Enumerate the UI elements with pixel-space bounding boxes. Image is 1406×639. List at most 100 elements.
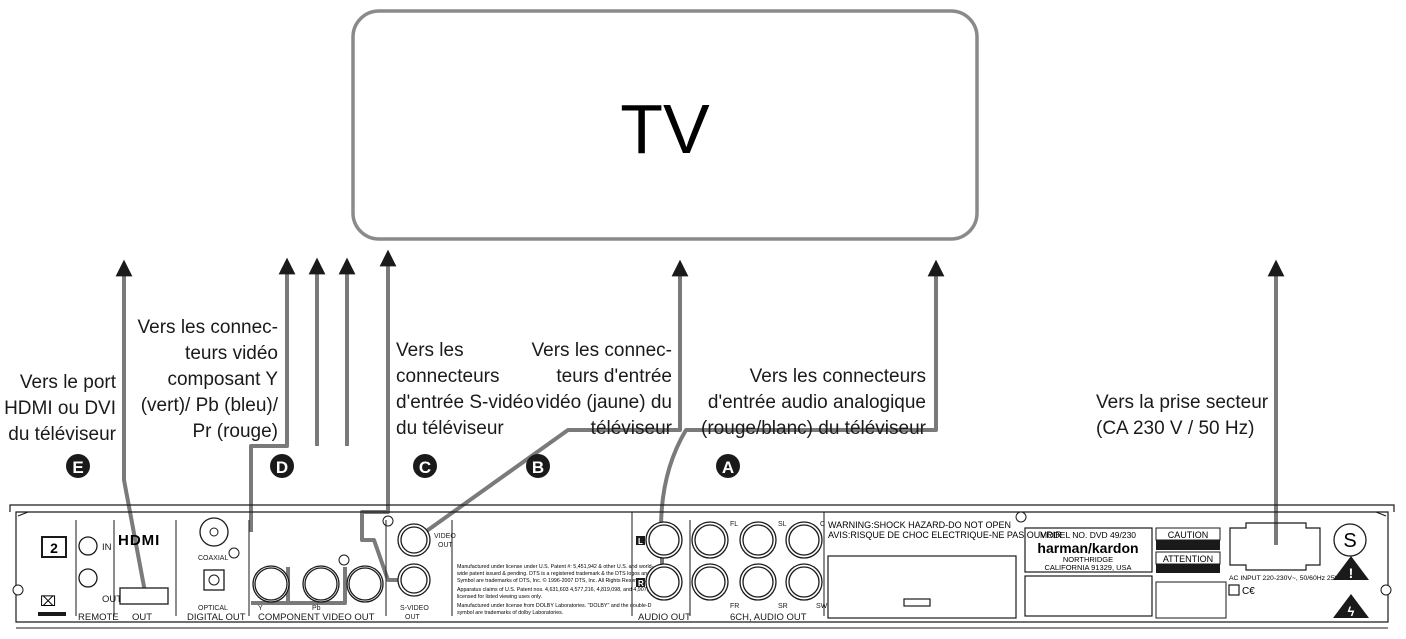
video-out-label1: VIDEO <box>434 533 456 540</box>
remote-in-jack[interactable] <box>78 536 98 556</box>
ch-sr-ring <box>742 566 774 598</box>
callout-power-line1: Vers la prise secteur <box>1096 392 1269 413</box>
legal-line2: wide patent issued & pending. DTS is a r… <box>457 571 650 577</box>
ch-c-ring <box>788 524 820 556</box>
screw-left-icon <box>12 584 24 596</box>
warning-line1: WARNING:SHOCK HAZARD-DO NOT OPEN <box>828 520 1011 530</box>
screw-right-icon <box>1380 584 1392 596</box>
svideo-out-label2: OUT <box>405 614 421 621</box>
callout-audio-line2: d'entrée audio analogique <box>708 392 926 413</box>
hdmi-logo: HDMI <box>118 532 160 549</box>
ch-fr-ring <box>694 566 726 598</box>
component-y-jack-ring <box>254 567 288 601</box>
weee-bin-icon: ⌧ <box>40 593 56 609</box>
callout-component-line2: teurs vidéo <box>185 343 278 364</box>
warning-line2: AVIS:RISQUE DE CHOC ELECTRIQUE-NE PAS OU… <box>828 530 1062 540</box>
audio-l-marker <box>636 536 645 545</box>
callout-svideo-line1: Vers les <box>396 340 464 361</box>
callout-audio-line1: Vers les connecteurs <box>750 366 926 387</box>
audio-r-marker <box>636 578 645 587</box>
component-screw-icon <box>338 554 350 566</box>
component-y-label: Y <box>258 605 263 612</box>
legal-line3: Symbol are trademarks of DTS, Inc. © 199… <box>457 577 646 584</box>
badge-b-icon <box>526 454 550 478</box>
video-out-label2: OUT <box>438 542 454 549</box>
legal-text: Manufactured under license under U.S. Pa… <box>457 564 657 616</box>
svideo-out-jack-ring <box>400 566 428 594</box>
callout-component-line5: Pr (rouge) <box>192 421 278 442</box>
component-out-label: COMPONENT VIDEO OUT <box>258 612 375 623</box>
standby-letter-icon: S <box>1343 530 1356 552</box>
ch-sl-label: SL <box>778 521 787 528</box>
callout-svideo-line2: connecteurs <box>396 366 500 387</box>
brand-name: harman/kardon <box>1037 540 1138 556</box>
caution-bar <box>1156 540 1220 550</box>
callout-video: Vers les connec- teurs d'entrée vidéo (j… <box>526 340 673 478</box>
badge-e-icon <box>66 454 90 478</box>
coaxial-jack-pin <box>209 527 219 537</box>
label-plate <box>827 555 1017 619</box>
audio-r-label: R <box>638 579 644 588</box>
remote-label: REMOTE <box>78 612 119 623</box>
double-insulation-icon <box>1228 584 1240 596</box>
svideo-out-label1: S-VIDEO <box>400 605 429 612</box>
hdmi-wire <box>115 259 147 593</box>
coaxial-screw-icon <box>228 547 240 559</box>
component-pb-label: Pb <box>312 605 321 612</box>
ch-sw-label: SW <box>816 603 828 610</box>
callout-video-line1: Vers les connec- <box>532 340 672 361</box>
legal-line4: Apparatus claims of U.S. Patent nos. 4,6… <box>457 587 657 593</box>
coaxial-label: COAXIAL <box>198 555 228 562</box>
remote-in-label: IN <box>102 542 112 553</box>
attention-label: ATTENTION <box>1163 554 1213 564</box>
region-badge-icon <box>41 536 67 558</box>
ac-input-label: AC INPUT 220-230V~, 50/60Hz 25W <box>1229 575 1341 582</box>
video-out-jack-ring <box>400 526 428 554</box>
badge-c: C <box>419 458 431 477</box>
callout-hdmi-line2: HDMI ou DVI <box>4 398 116 419</box>
badge-a-icon <box>716 454 740 478</box>
callout-component-line3: composant Y <box>167 369 278 390</box>
ch-sl-ring <box>742 524 774 556</box>
caution-label: CAUTION <box>1168 530 1209 540</box>
address-line2: CALIFORNIA 91329, USA <box>1044 563 1131 572</box>
badge-d-icon <box>270 454 294 478</box>
callout-svideo-line3: d'entrée S-vidéo <box>396 392 534 413</box>
ac-power-inlet[interactable] <box>1229 522 1321 571</box>
audio-out-label: AUDIO OUT <box>638 612 691 623</box>
ch-sw-ring <box>788 566 820 598</box>
badge-d: D <box>276 458 288 477</box>
ch-fl-ring <box>694 524 726 556</box>
callout-component-line4: (vert)/ Pb (bleu)/ <box>141 395 279 416</box>
callout-video-line3: vidéo (jaune) du <box>536 392 672 413</box>
remote-out-jack[interactable] <box>78 568 98 588</box>
ch-sr-label: SR <box>778 603 788 610</box>
callout-hdmi: Vers le port HDMI ou DVI du téléviseur E <box>4 372 117 478</box>
callout-hdmi-line1: Vers le port <box>20 372 117 393</box>
badge-e: E <box>72 458 83 477</box>
legal-line7: symbol are trademarks of dolby Laborator… <box>457 610 563 616</box>
tv: TV <box>351 9 979 241</box>
model-label-lower <box>1024 575 1153 617</box>
ch-c-label: C <box>820 521 825 528</box>
label-plate-slot <box>903 598 931 607</box>
remote-out-label: OUT <box>102 594 122 605</box>
region-code: 2 <box>50 540 58 556</box>
digital-out-label: DIGITAL OUT <box>187 612 246 623</box>
ch-out-label: 6CH, AUDIO OUT <box>730 612 807 623</box>
hdmi-out-label: OUT <box>132 612 152 623</box>
callout-hdmi-line3: du téléviseur <box>8 424 116 445</box>
callout-power: Vers la prise secteur (CA 230 V / 50 Hz) <box>1096 392 1269 439</box>
ch-fr-label: FR <box>730 603 739 610</box>
badge-c-icon <box>413 454 437 478</box>
laser-label <box>1155 581 1227 619</box>
hdmi-out-port[interactable] <box>119 587 169 605</box>
callout-svideo-line4: du téléviseur <box>396 418 504 439</box>
audio-l-jack-ring <box>648 524 680 556</box>
badge-a: A <box>722 458 734 477</box>
badge-b: B <box>532 458 544 477</box>
tv-label: TV <box>620 90 710 168</box>
callout-component-line1: Vers les connec- <box>138 317 278 338</box>
component-pb-jack-ring <box>304 567 338 601</box>
